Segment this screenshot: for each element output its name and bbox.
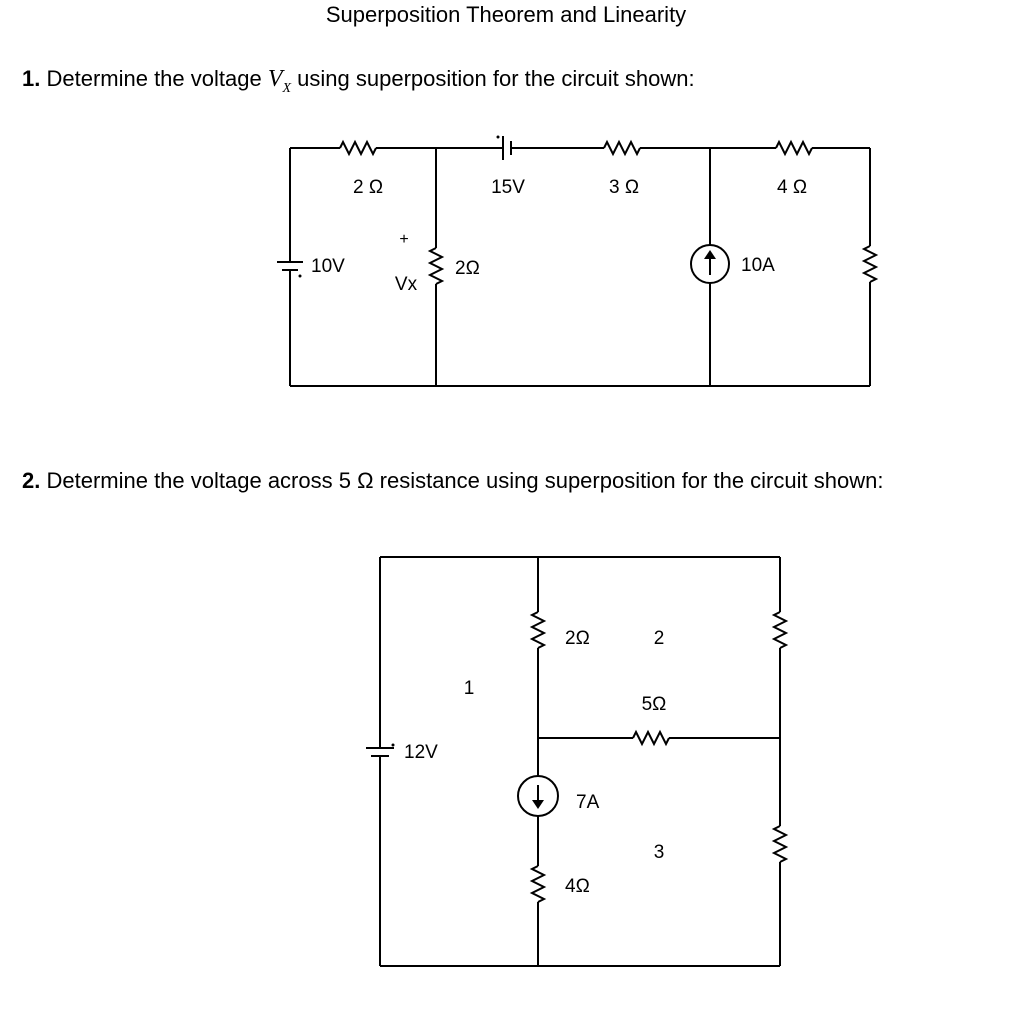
question-1-number: 1.: [22, 66, 41, 91]
c1-label-vx: Vx: [395, 274, 418, 295]
question-2-text: Determine the voltage across 5 Ω resista…: [40, 468, 884, 493]
circuit-1: 2 Ω 15V 3 Ω 4 Ω 10V + Vx 2Ω 10A: [277, 135, 879, 387]
c1-resistor-right: [861, 245, 879, 283]
c2-label-r-4ohm: 4Ω: [565, 876, 590, 897]
question-2: 2. Determine the voltage across 5 Ω resi…: [22, 468, 883, 494]
variable-vx: VX: [267, 66, 291, 96]
c1-resistor-4ohm: [775, 139, 813, 157]
c2-resistor-right-lower: [771, 825, 789, 863]
c1-label-15v: 15V: [491, 177, 525, 198]
c1-current-source-10a: [690, 244, 730, 284]
c2-label-node-3: 3: [654, 842, 665, 863]
c2-resistor-2ohm: [529, 611, 547, 649]
c1-label-r-top-left: 2 Ω: [353, 177, 383, 198]
question-1-text-after: using superposition for the circuit show…: [291, 66, 695, 91]
c2-current-source-7a: [517, 775, 559, 817]
question-1-text-before: Determine the voltage: [40, 66, 268, 91]
c2-label-r-2ohm: 2Ω: [565, 628, 590, 649]
c2-label-7a: 7A: [576, 792, 600, 813]
c1-resistor-2ohm-top: [339, 139, 377, 157]
c1-label-10v: 10V: [311, 256, 345, 277]
c1-label-vx-plus: +: [399, 231, 408, 248]
c2-label-node-1: 1: [464, 678, 475, 699]
c1-label-r-middle: 2Ω: [455, 258, 480, 279]
c2-resistor-5ohm: [632, 729, 670, 747]
variable-vx-main: V: [267, 66, 283, 92]
c2-label-r-5ohm: 5Ω: [642, 694, 667, 715]
c2-label-node-2: 2: [654, 628, 665, 649]
c1-label-r-top-right: 4 Ω: [777, 177, 807, 198]
c1-resistor-3ohm: [603, 139, 641, 157]
page-title: Superposition Theorem and Linearity: [325, 2, 687, 27]
c2-label-12v: 12V: [404, 742, 438, 763]
c2-resistor-4ohm: [529, 865, 547, 903]
circuit-2: 1 12V 2Ω 2 5Ω 7A 3 4Ω: [366, 556, 789, 967]
c1-label-10a: 10A: [741, 255, 775, 276]
variable-vx-subscript: X: [282, 80, 292, 96]
question-2-number: 2.: [22, 468, 41, 493]
question-1: 1. Determine the voltage VX using superp…: [22, 66, 695, 97]
c1-label-r-top-middle: 3 Ω: [609, 177, 639, 198]
c2-resistor-right-upper: [771, 611, 789, 649]
c1-resistor-2ohm-middle: [427, 247, 445, 285]
